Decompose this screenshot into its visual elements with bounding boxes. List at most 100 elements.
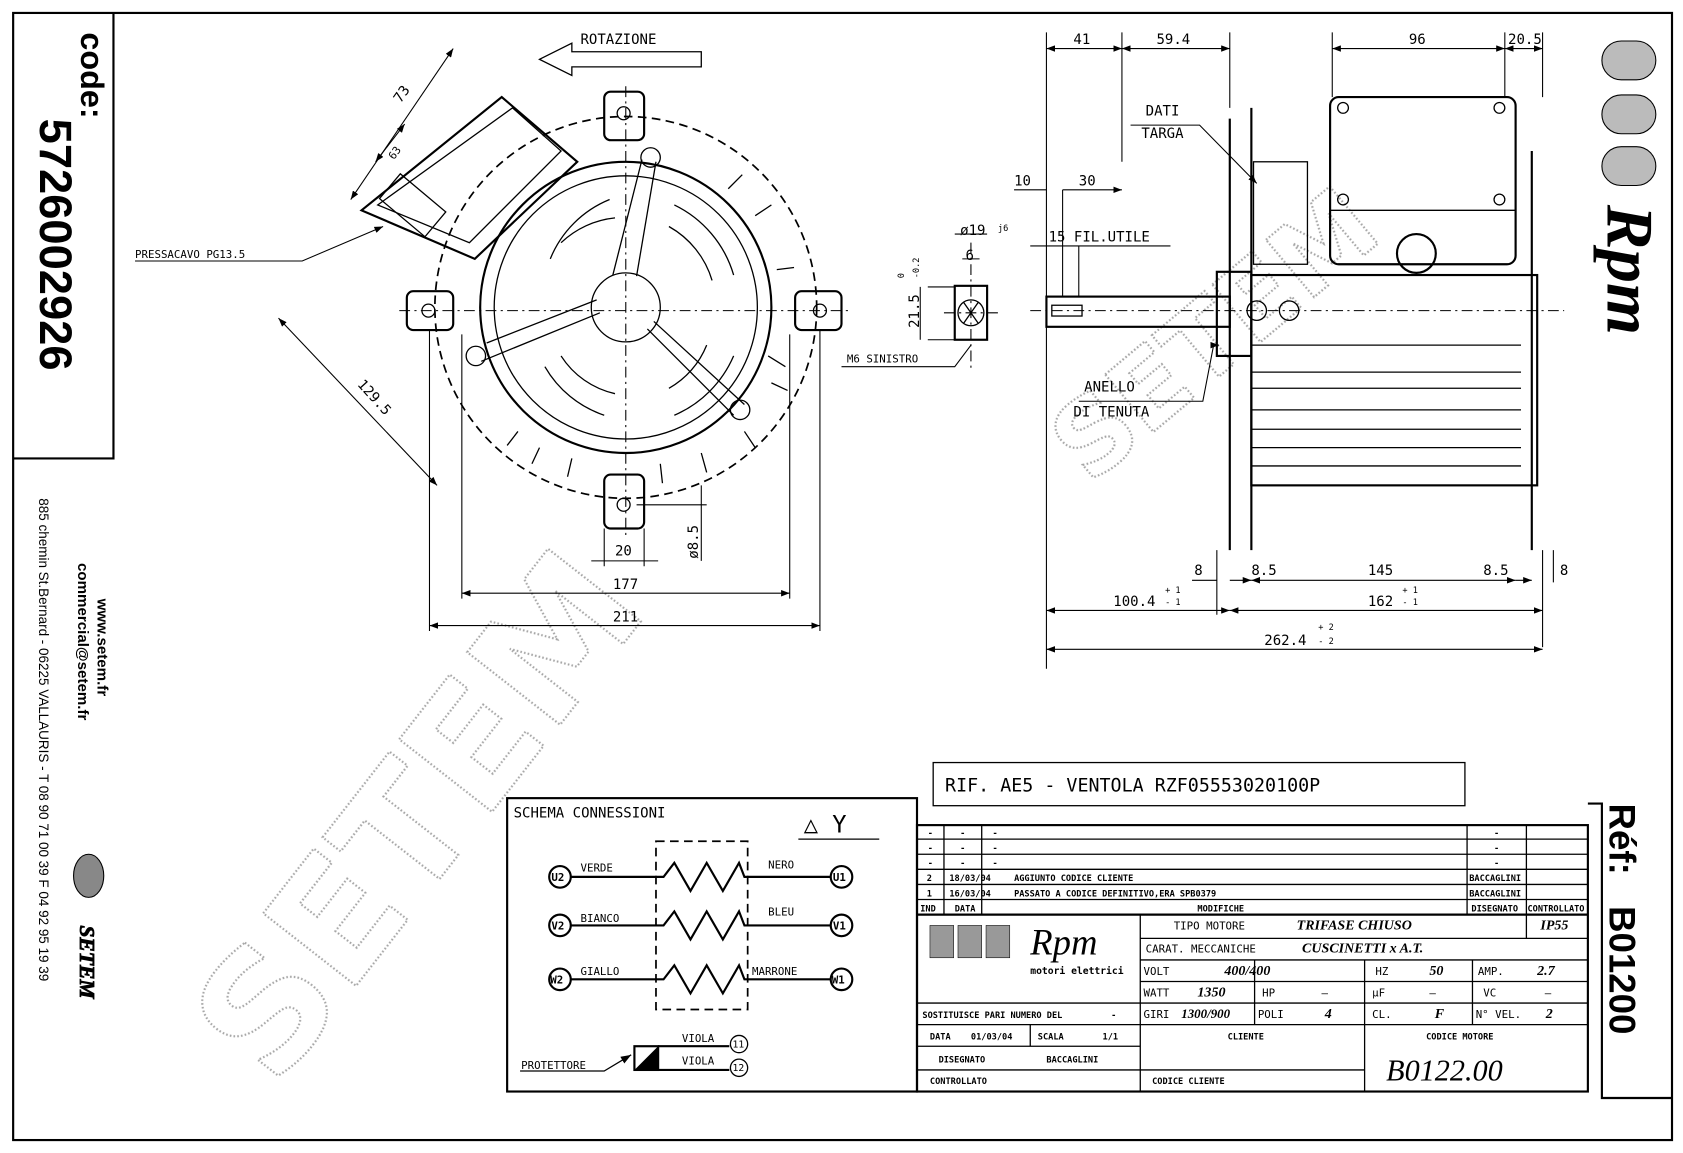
svg-text:MODIFICHE: MODIFICHE bbox=[1197, 904, 1244, 914]
protector-label: PROTETTORE bbox=[521, 1059, 586, 1072]
dim-59-4: 59.4 bbox=[1156, 32, 1190, 48]
svg-text:-: - bbox=[993, 844, 998, 854]
amp-value: 2.7 bbox=[1536, 964, 1556, 979]
svg-text:AGGIUNTO CODICE CLIENTE: AGGIUNTO CODICE CLIENTE bbox=[1014, 874, 1133, 884]
svg-text:-: - bbox=[1494, 829, 1499, 839]
company-address: 885 chemin St.Bernard - 06225 VALLAURIS … bbox=[36, 498, 51, 981]
shaft-thread: M6 SINISTRO bbox=[847, 352, 918, 365]
dim-8-right: 8 bbox=[1560, 563, 1568, 579]
hz-value: 50 bbox=[1429, 964, 1443, 979]
terminal-w1: W1 bbox=[832, 974, 845, 987]
dim-262-4: 262.4 bbox=[1264, 633, 1306, 649]
rif-box bbox=[932, 761, 1466, 807]
carat-label: CARAT. MECCANICHE bbox=[1146, 942, 1256, 955]
wire-color-right: BLEU bbox=[768, 906, 794, 919]
reference-label: Réf: bbox=[1601, 804, 1642, 875]
dim-10: 10 bbox=[1014, 174, 1031, 190]
uf-value: — bbox=[1429, 987, 1436, 1000]
dim-145: 145 bbox=[1368, 563, 1393, 579]
hz-label: HZ bbox=[1375, 965, 1388, 978]
cl-label: CL. bbox=[1372, 1008, 1391, 1021]
schema-symbols: △ Y bbox=[804, 811, 847, 839]
protector-wire-2: VIOLA bbox=[682, 1055, 715, 1068]
rpm-logo-text: Rpm bbox=[1592, 204, 1666, 335]
dim-73: 73 bbox=[391, 83, 414, 106]
dim-15-fil-utile: 15 FIL.UTILE bbox=[1049, 230, 1150, 246]
company-website: www.setem.fr bbox=[93, 598, 110, 697]
disegnato-label: DISEGNATO bbox=[939, 1055, 986, 1065]
shaft-tol-down: -0.2 bbox=[912, 258, 922, 279]
shaft-key: 6 bbox=[966, 248, 974, 264]
dim-63: 63 bbox=[386, 144, 404, 162]
side-view: 41 59.4 96 20.5 10 30 15 FIL.UTILE DATI … bbox=[1014, 32, 1568, 669]
dim-41: 41 bbox=[1073, 32, 1090, 48]
dim-8-5-left: 8.5 bbox=[1251, 563, 1276, 579]
scala-value: 1/1 bbox=[1103, 1033, 1119, 1043]
hp-value: — bbox=[1321, 987, 1328, 1000]
setem-logo-text: SETEM bbox=[75, 925, 99, 999]
codice-motore-value: B0122.00 bbox=[1386, 1054, 1503, 1088]
protector-term-2: 12 bbox=[733, 1063, 745, 1074]
svg-text:CONTROLLATO: CONTROLLATO bbox=[1527, 904, 1584, 914]
svg-text:BACCAGLINI: BACCAGLINI bbox=[1469, 874, 1521, 884]
dim-8-left: 8 bbox=[1194, 563, 1202, 579]
seal-label-2: DI TENUTA bbox=[1073, 404, 1150, 420]
terminal-v1: V1 bbox=[833, 920, 846, 933]
tol-162-up: + 1 bbox=[1402, 586, 1418, 596]
seal-label-1: ANELLO bbox=[1084, 380, 1135, 396]
terminal-w2: W2 bbox=[550, 974, 563, 987]
svg-text:PASSATO A CODICE DEFINITIVO,ER: PASSATO A CODICE DEFINITIVO,ERA SPB0379 bbox=[1014, 889, 1216, 899]
svg-text:16/03/04: 16/03/04 bbox=[949, 889, 990, 899]
tipo-motore-value: TRIFASE CHIUSO bbox=[1297, 919, 1412, 934]
hp-label: HP bbox=[1262, 987, 1275, 1000]
terminal-v2: V2 bbox=[551, 920, 564, 933]
terminal-u1: U1 bbox=[833, 871, 846, 884]
poli-value: 4 bbox=[1324, 1007, 1332, 1022]
giri-label: GIRI bbox=[1144, 1008, 1170, 1021]
svg-text:2: 2 bbox=[927, 874, 932, 884]
svg-text:SETEM: SETEM bbox=[1029, 165, 1401, 504]
rotation-label: ROTAZIONE bbox=[580, 32, 656, 48]
nameplate-label-1: DATI bbox=[1146, 103, 1180, 119]
setem-logo: SETEM bbox=[73, 853, 105, 1000]
protector-wire-1: VIOLA bbox=[682, 1032, 715, 1045]
svg-text:DISEGNATO: DISEGNATO bbox=[1471, 904, 1518, 914]
nvel-value: 2 bbox=[1545, 1007, 1553, 1022]
tol-100-down: - 1 bbox=[1165, 598, 1181, 608]
codice-motore-label: CODICE MOTORE bbox=[1426, 1033, 1493, 1043]
cable-gland-label: PRESSACAVO PG13.5 bbox=[135, 248, 245, 261]
codice-cliente-label: CODICE CLIENTE bbox=[1152, 1077, 1225, 1087]
data-label: DATA bbox=[930, 1033, 952, 1043]
dim-20-5: 20.5 bbox=[1508, 32, 1542, 48]
controllato-label: CONTROLLATO bbox=[930, 1077, 987, 1087]
wire-color-left: VERDE bbox=[580, 861, 612, 874]
wire-color-left: GIALLO bbox=[580, 965, 619, 978]
dim-30: 30 bbox=[1079, 174, 1096, 190]
svg-text:1: 1 bbox=[927, 889, 932, 899]
svg-text:-: - bbox=[960, 829, 965, 839]
cl-value: F bbox=[1434, 1007, 1445, 1022]
dim-8-5: ø8.5 bbox=[686, 525, 702, 559]
wire-color-right: MARRONE bbox=[752, 965, 797, 978]
tol-262-down: - 2 bbox=[1318, 637, 1334, 647]
watt-value: 1350 bbox=[1197, 986, 1225, 1001]
rotation-arrow-icon bbox=[538, 42, 702, 77]
shaft-height: 21.5 bbox=[907, 294, 923, 328]
company-info: www.setem.fr commercial@setem.fr 885 che… bbox=[36, 498, 110, 999]
svg-text:-: - bbox=[993, 859, 998, 869]
vc-value: — bbox=[1545, 987, 1552, 1000]
reference-block: Réf: B01200 bbox=[1587, 802, 1673, 1100]
svg-text:BACCAGLINI: BACCAGLINI bbox=[1469, 889, 1521, 899]
tol-262-up: + 2 bbox=[1318, 623, 1334, 633]
brand-logo-text: Rpm bbox=[1029, 922, 1097, 963]
shaft-fit: j6 bbox=[998, 224, 1008, 234]
giri-value: 1300/900 bbox=[1181, 1006, 1230, 1021]
sostituisce-label: SOSTITUISCE PARI NUMERO DEL bbox=[922, 1011, 1062, 1021]
svg-text:-: - bbox=[1494, 859, 1499, 869]
svg-text:-: - bbox=[928, 859, 933, 869]
poli-label: POLI bbox=[1258, 1008, 1284, 1021]
svg-text:-: - bbox=[960, 844, 965, 854]
